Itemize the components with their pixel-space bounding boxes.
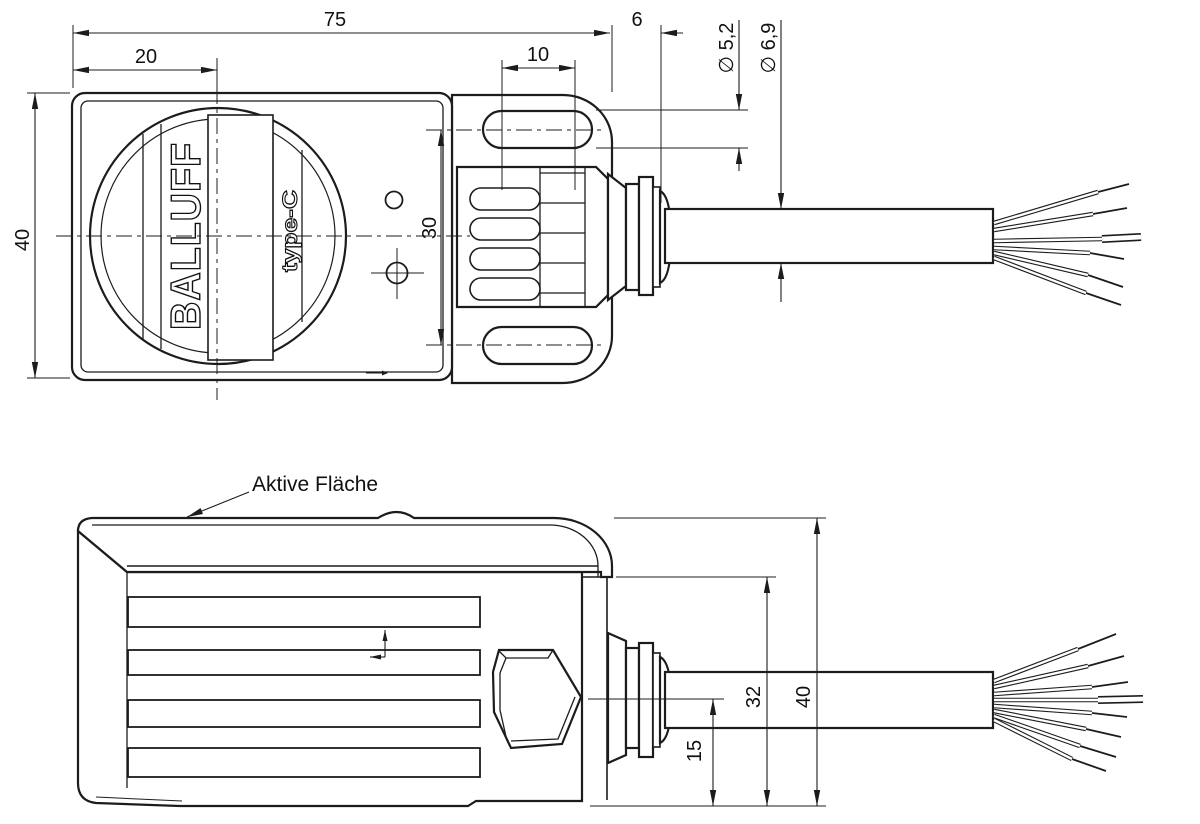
- body-grooves: [127, 596, 481, 778]
- dimensions-side: 15 32 40: [684, 518, 821, 806]
- active-face-label: Aktive Fläche: [252, 473, 378, 496]
- dim-slot-spacing: 30: [419, 217, 441, 239]
- type-label: type-C: [279, 190, 302, 272]
- elbow-marker: [370, 630, 388, 660]
- dim-total-height: 40: [793, 686, 815, 708]
- active-face-slab: [76, 510, 614, 579]
- centerlines-front: [56, 58, 604, 400]
- dim-total-width: 75: [324, 9, 346, 31]
- led-indicator: [384, 190, 404, 210]
- side-view-drawing: Aktive Fläche 15 32 40: [76, 473, 1144, 808]
- seam-mark-front: [366, 370, 388, 376]
- cable-connector-side: [606, 631, 673, 765]
- cable-wires-front: [993, 183, 1142, 306]
- dim-cable-center-height: 15: [684, 740, 706, 762]
- hex-gland-nut: [491, 648, 583, 750]
- dim-slot-length: 10: [527, 44, 549, 66]
- dim-center-offset: 20: [135, 46, 157, 68]
- front-view-drawing: BALLUFF type-C: [12, 9, 1142, 400]
- active-face-callout: Aktive Fläche: [186, 473, 378, 518]
- dim-body-height: 32: [743, 686, 765, 708]
- cable-front: [663, 207, 995, 265]
- cable-side: [663, 670, 995, 730]
- dim-height: 40: [12, 229, 34, 251]
- extension-lines-side: [590, 517, 826, 807]
- extension-lines-front: [27, 25, 748, 379]
- dimensions-front: 75 6 20 10 ∅ 5,2 ∅ 6,9 40 30: [12, 9, 785, 378]
- led-bump: [377, 511, 415, 519]
- cable-wires-side: [992, 633, 1144, 772]
- dim-slot-width-dia: ∅ 5,2: [716, 23, 738, 74]
- dim-flange-gap: 6: [631, 9, 642, 31]
- cable-grip-front: [455, 165, 673, 309]
- dim-cable-dia: ∅ 6,9: [758, 23, 780, 74]
- adjustment-screw: [371, 248, 424, 299]
